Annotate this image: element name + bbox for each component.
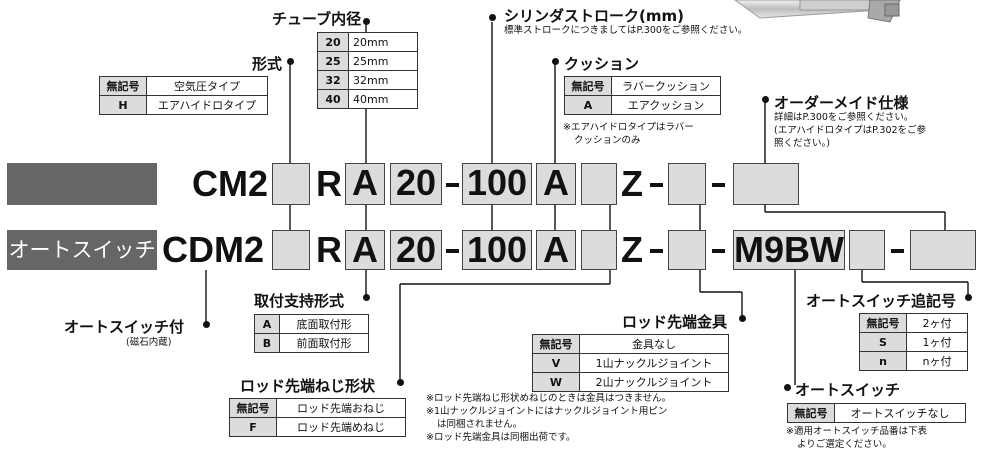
row1-rod-box (581, 163, 617, 205)
row2-bore-box: 20 (390, 230, 442, 270)
row1-r: R (316, 163, 342, 204)
cushion-title: クッション (564, 55, 640, 73)
row2-autoswitch-badge: オートスイッチ付 (7, 230, 157, 302)
cushion-note: ※エアハイドロタイプはラバー クッションのみ (563, 122, 694, 146)
row2-dash-4 (891, 249, 904, 253)
magnet-dot (203, 321, 210, 328)
row2-fitting-box (668, 230, 706, 270)
mount-dot (363, 294, 370, 301)
autoswitch-title: オートスイッチ (795, 381, 901, 399)
stroke-dot (489, 14, 496, 21)
product-image (734, 0, 901, 23)
row1-order-box (733, 163, 799, 205)
row2-dash-3 (712, 249, 725, 253)
rod-thread-title: ロッド先端ねじ形状 (240, 377, 376, 395)
rod-fitting-title: ロッド先端金具 (622, 313, 728, 331)
cushion-dot (552, 58, 559, 65)
magnet-title: オートスイッチ付 (64, 318, 185, 336)
row1-dash-1 (446, 183, 459, 187)
magnet-sub: (磁石内蔵) (126, 337, 172, 348)
row1-prefix: CM2 (192, 163, 269, 204)
row2-z: Z (621, 229, 643, 270)
row1-type-box (272, 163, 310, 205)
autoswitch-note: ※適用オートスイッチ品番は下表 よりご選定ください。 (786, 426, 927, 450)
rod-fitting-dot (739, 315, 746, 322)
row2-stroke-box: 100 (462, 230, 532, 270)
row1-fitting-box (668, 163, 706, 205)
order-dot (762, 96, 769, 103)
switch-count-dot (965, 294, 972, 301)
row1-cushion-box: A (536, 163, 576, 205)
table-row: 無記号空気圧タイプ (99, 76, 268, 96)
bore-dot (363, 18, 370, 25)
row2-type-box (272, 230, 310, 270)
rod-thread-dot (397, 379, 404, 386)
table-row: 無記号オートスイッチなし (787, 403, 966, 423)
row1-stroke-box: 100 (462, 163, 532, 205)
table-row: 無記号金具なし (532, 334, 729, 354)
row2-dash-1 (446, 249, 459, 253)
row2-prefix: CDM2 (162, 229, 265, 270)
rod-fitting-note: ※ロッド先端ねじ形状めねじのときは金具はつきません。 ※1山ナックルジョイントに… (426, 393, 672, 443)
stroke-note: 標準ストロークにつきましてはP.300をご参照ください。 (504, 25, 748, 36)
type-title: 形式 (252, 55, 283, 73)
table-row: 無記号ラバークッション (564, 76, 721, 96)
switch-count-title: オートスイッチ追記号 (806, 292, 957, 310)
row2-cushion-box: A (536, 230, 576, 270)
autoswitch-table: 無記号オートスイッチなし (787, 403, 966, 423)
type-dot (287, 58, 294, 65)
row1-bore-box: 20 (390, 163, 442, 205)
row1-dash-3 (712, 183, 725, 187)
bore-title: チューブ内径 (272, 10, 362, 28)
row1-blank-badge (7, 163, 157, 205)
row1-dash-2 (650, 183, 663, 187)
row2-rod-box (581, 230, 617, 270)
row2-switch-box: M9BW (733, 229, 845, 270)
row1-z: Z (621, 163, 643, 204)
stroke-title: シリンダストローク(mm) (504, 7, 684, 25)
row2-a-box: A (345, 230, 385, 270)
row2-dash-2 (650, 249, 663, 253)
row2-count-box (849, 230, 885, 270)
order-title: オーダーメイド仕様 (774, 94, 909, 112)
order-note: 詳細はP.300をご参照ください。 (エアハイドロタイプはP.302をご参 照く… (774, 112, 927, 149)
row2-r: R (316, 229, 342, 270)
autoswitch-dot (784, 384, 791, 391)
mount-title: 取付支持形式 (254, 292, 345, 310)
table-row: 無記号ロッド先端おねじ (229, 398, 406, 418)
row1-a-box: A (345, 163, 385, 205)
row2-order-box (910, 230, 976, 270)
